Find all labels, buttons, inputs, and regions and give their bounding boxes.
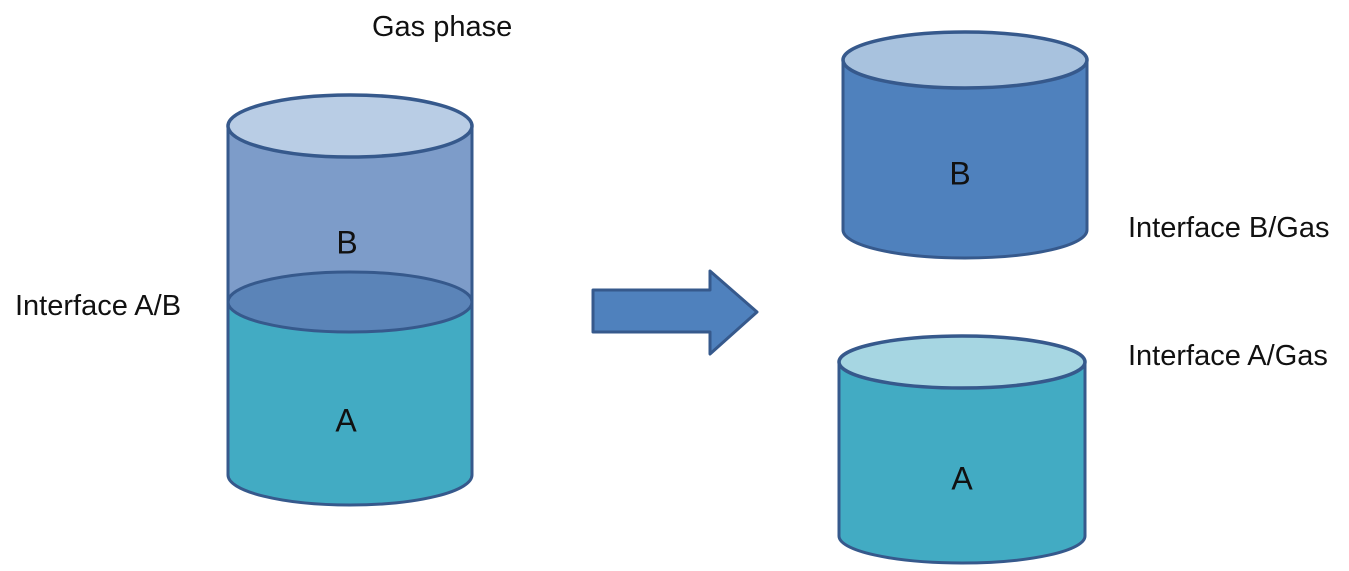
combined-phase-a-letter: A [335,402,357,439]
interface-b-gas-label: Interface B/Gas [1128,212,1330,244]
separated-a-body [839,362,1085,536]
separated-b-top-ellipse [841,30,1089,90]
right-arrow [591,269,759,356]
separated-cylinder-a [837,334,1087,565]
separated-b-letter: B [949,155,971,192]
combined-cylinder [226,93,474,507]
interface-ab-ellipse [226,270,474,334]
interface-a-gas-label: Interface A/Gas [1128,340,1328,372]
interface-ab-label: Interface A/B [15,290,182,322]
separated-a-letter: A [951,460,973,497]
combined-cylinder-top-ellipse [226,93,474,159]
gas-phase-label: Gas phase [372,11,513,43]
combined-phase-b-letter: B [336,224,358,261]
separated-cylinder-b [841,30,1089,260]
separated-a-top-ellipse [837,334,1087,390]
